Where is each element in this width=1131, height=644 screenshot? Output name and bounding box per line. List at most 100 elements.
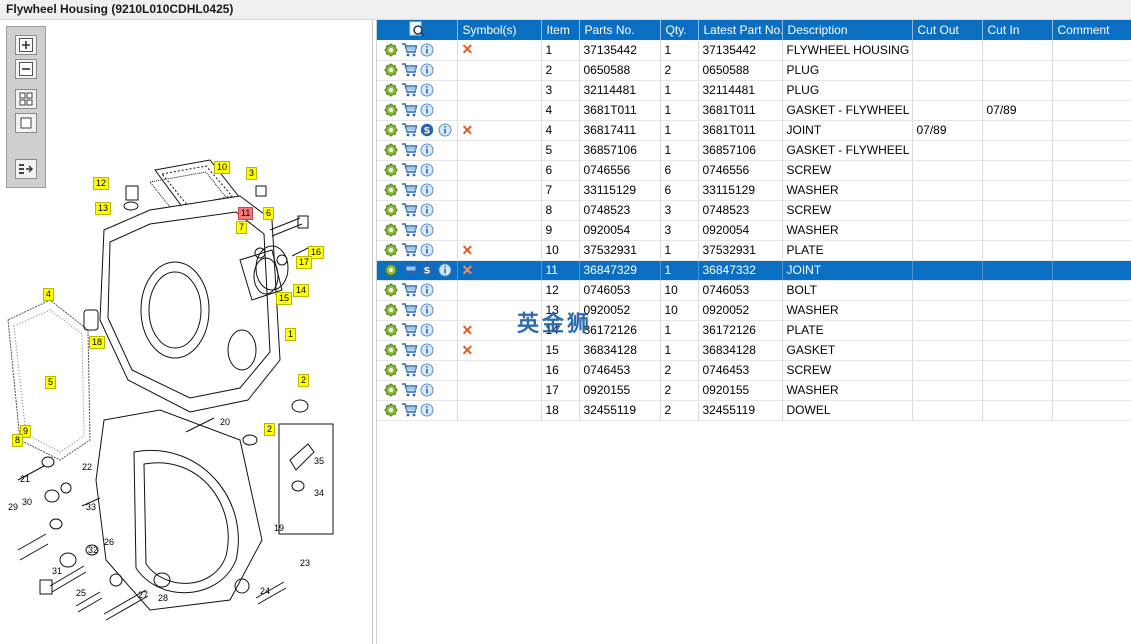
column-header-comment[interactable]: Comment — [1052, 20, 1131, 40]
column-header-qty[interactable]: Qty. — [660, 20, 699, 40]
info-icon[interactable] — [419, 222, 435, 238]
shopping-cart-icon[interactable] — [401, 242, 417, 258]
diagram-callout-1[interactable]: 1 — [285, 328, 297, 341]
export-button[interactable] — [15, 159, 37, 179]
column-header-icons[interactable] — [377, 20, 458, 40]
info-icon[interactable] — [419, 242, 435, 258]
shopping-cart-icon[interactable] — [401, 162, 417, 178]
diagram-label-23[interactable]: 23 — [300, 558, 311, 568]
diagram-label-27[interactable]: 27 — [138, 590, 149, 600]
settings-gear-icon[interactable] — [383, 322, 399, 338]
settings-gear-icon[interactable] — [383, 302, 399, 318]
supersession-s-icon[interactable]: S — [419, 122, 435, 138]
shopping-cart-icon[interactable] — [401, 402, 417, 418]
shopping-cart-icon[interactable] — [401, 82, 417, 98]
diagram-callout-6[interactable]: 6 — [263, 207, 275, 220]
shopping-cart-icon[interactable] — [401, 362, 417, 378]
diagram-callout-18[interactable]: 18 — [89, 336, 106, 349]
info-icon[interactable] — [419, 202, 435, 218]
diagram-callout-2[interactable]: 2 — [264, 423, 276, 436]
diagram-callout-14[interactable]: 14 — [293, 284, 310, 297]
settings-gear-icon[interactable] — [383, 382, 399, 398]
diagram-callout-10[interactable]: 10 — [214, 161, 231, 174]
column-header-parts-no[interactable]: Parts No. — [579, 20, 661, 40]
info-icon[interactable] — [419, 402, 435, 418]
zoom-in-button[interactable] — [15, 35, 37, 55]
supersession-s-icon[interactable]: S — [419, 262, 435, 278]
fit-page-button[interactable] — [15, 113, 37, 133]
column-header-latest-part-no[interactable]: Latest Part No. — [698, 20, 783, 40]
settings-gear-icon[interactable] — [383, 42, 399, 58]
info-icon[interactable] — [419, 142, 435, 158]
diagram-label-33[interactable]: 33 — [86, 502, 97, 512]
shopping-cart-icon[interactable] — [401, 282, 417, 298]
zoom-out-button[interactable] — [15, 59, 37, 79]
column-header-description[interactable]: Description — [782, 20, 913, 40]
diagram-label-30[interactable]: 30 — [22, 497, 33, 507]
shopping-cart-icon[interactable] — [401, 322, 417, 338]
settings-gear-icon[interactable] — [383, 262, 399, 278]
info-icon[interactable] — [437, 262, 453, 278]
diagram-label-26[interactable]: 26 — [104, 537, 115, 547]
diagram-label-25[interactable]: 25 — [76, 588, 87, 598]
info-icon[interactable] — [419, 42, 435, 58]
column-header-symbols[interactable]: Symbol(s) — [457, 20, 542, 40]
diagram-callout-8[interactable]: 8 — [12, 434, 24, 447]
settings-gear-icon[interactable] — [383, 362, 399, 378]
diagram-callout-7[interactable]: 7 — [236, 221, 248, 234]
settings-gear-icon[interactable] — [383, 82, 399, 98]
diagram-label-32[interactable]: 32 — [88, 545, 99, 555]
settings-gear-icon[interactable] — [383, 342, 399, 358]
settings-gear-icon[interactable] — [383, 162, 399, 178]
diagram-callout-3[interactable]: 3 — [246, 167, 258, 180]
info-icon[interactable] — [419, 102, 435, 118]
diagram-label-22[interactable]: 22 — [82, 462, 93, 472]
info-icon[interactable] — [419, 382, 435, 398]
settings-gear-icon[interactable] — [383, 62, 399, 78]
diagram-callout-4[interactable]: 4 — [43, 288, 55, 301]
diagram-label-29[interactable]: 29 — [8, 502, 19, 512]
info-icon[interactable] — [437, 122, 453, 138]
diagram-label-20[interactable]: 20 — [220, 417, 231, 427]
column-header-item[interactable]: Item — [541, 20, 580, 40]
exploded-diagram[interactable] — [0, 20, 373, 644]
shopping-cart-icon[interactable] — [401, 302, 417, 318]
diagram-label-28[interactable]: 28 — [158, 593, 169, 603]
info-icon[interactable] — [419, 322, 435, 338]
column-header-cut-in[interactable]: Cut In — [982, 20, 1053, 40]
diagram-callout-5[interactable]: 5 — [45, 376, 57, 389]
shopping-cart-icon[interactable] — [401, 62, 417, 78]
shopping-cart-icon[interactable] — [401, 142, 417, 158]
diagram-callout-13[interactable]: 13 — [95, 202, 112, 215]
info-icon[interactable] — [419, 362, 435, 378]
settings-gear-icon[interactable] — [383, 282, 399, 298]
settings-gear-icon[interactable] — [383, 202, 399, 218]
info-icon[interactable] — [419, 62, 435, 78]
shopping-cart-icon[interactable] — [401, 262, 417, 278]
info-icon[interactable] — [419, 282, 435, 298]
fit-all-button[interactable] — [15, 89, 37, 109]
info-icon[interactable] — [419, 82, 435, 98]
diagram-callout-2[interactable]: 2 — [298, 374, 310, 387]
settings-gear-icon[interactable] — [383, 142, 399, 158]
diagram-callout-12[interactable]: 12 — [93, 177, 110, 190]
settings-gear-icon[interactable] — [383, 222, 399, 238]
diagram-callout-9[interactable]: 9 — [20, 425, 32, 438]
shopping-cart-icon[interactable] — [401, 182, 417, 198]
diagram-callout-16[interactable]: 16 — [308, 246, 325, 259]
diagram-label-24[interactable]: 24 — [260, 586, 271, 596]
